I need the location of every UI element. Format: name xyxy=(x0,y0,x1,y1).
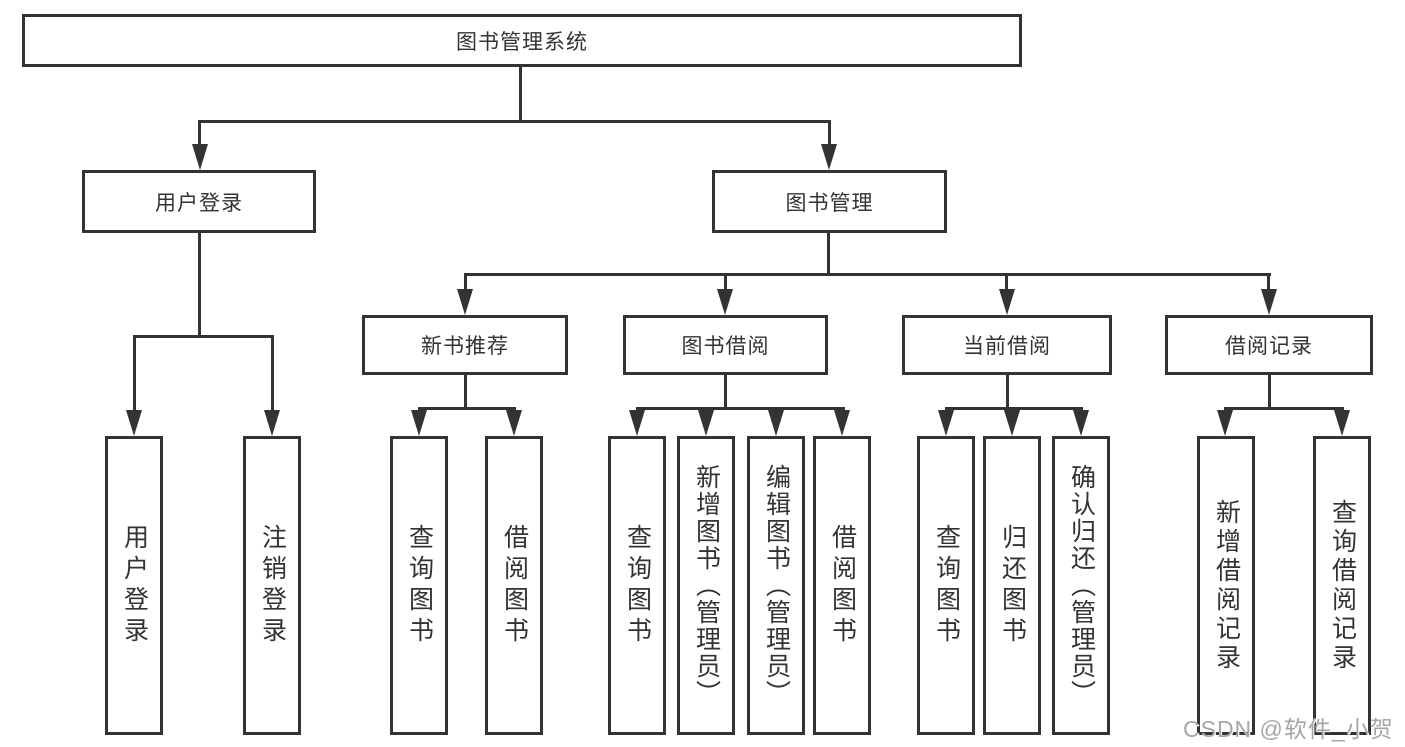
arrow-down-leaf-edit-book-admin xyxy=(768,410,784,436)
connector-book-management-split xyxy=(464,273,1271,276)
leaf-return-book: 归还图书 xyxy=(983,436,1041,735)
leaf-user-login: 用户登录 xyxy=(105,436,163,735)
node-borrowing-records: 借阅记录 xyxy=(1165,315,1373,375)
arrow-down-leaf-confirm-return-admin xyxy=(1073,410,1089,436)
arrow-down-leaf-borrow-book-recommend xyxy=(506,410,522,436)
arrow-down-current-borrowing xyxy=(999,289,1015,315)
arrow-down-user-login xyxy=(192,144,208,170)
leaf-query-book-borrowing: 查询图书 xyxy=(608,436,666,735)
leaf-add-book-admin: 新增图书（管理员） xyxy=(677,436,735,735)
node-book-borrowing: 图书借阅 xyxy=(623,315,828,375)
node-root: 图书管理系统 xyxy=(22,14,1022,67)
connector-drop-new-book-recommend xyxy=(464,273,467,291)
connector-user-login-stem xyxy=(198,233,201,335)
connector-book-management-stem xyxy=(827,233,830,273)
node-current-borrowing: 当前借阅 xyxy=(902,315,1112,375)
connector-book-borrowing-split xyxy=(636,407,845,410)
arrow-down-borrowing-records xyxy=(1261,289,1277,315)
leaf-query-book-recommend: 查询图书 xyxy=(390,436,448,735)
connector-drop-borrowing-records xyxy=(1267,273,1270,291)
arrow-down-new-book-recommend xyxy=(457,289,473,315)
connector-root-split xyxy=(198,120,831,123)
leaf-borrow-book-recommend: 借阅图书 xyxy=(485,436,543,735)
arrow-down-leaf-query-book-current xyxy=(938,410,954,436)
leaf-add-borrow-record: 新增借阅记录 xyxy=(1197,436,1255,735)
leaf-query-book-current: 查询图书 xyxy=(917,436,975,735)
connector-drop-leaf-logout xyxy=(271,335,274,412)
connector-drop-book-management xyxy=(828,120,831,146)
connector-drop-book-borrowing xyxy=(724,273,727,291)
leaf-borrow-book-borrowing: 借阅图书 xyxy=(813,436,871,735)
connector-drop-current-borrowing xyxy=(1005,273,1008,291)
node-new-book-recommend: 新书推荐 xyxy=(362,315,568,375)
connector-drop-leaf-user-login xyxy=(133,335,136,412)
node-book-management: 图书管理 xyxy=(712,170,947,233)
leaf-edit-book-admin: 编辑图书（管理员） xyxy=(747,436,805,735)
connector-borrowing-records-split xyxy=(1224,407,1344,410)
csdn-watermark: CSDN @软件_小贺同学 xyxy=(1183,716,1394,742)
connector-drop-user-login xyxy=(198,120,201,146)
arrow-down-leaf-logout xyxy=(264,410,280,436)
connector-current-borrowing-stem xyxy=(1006,375,1009,407)
connector-root-stem xyxy=(519,67,522,120)
leaf-query-borrow-record: 查询借阅记录 xyxy=(1313,436,1371,735)
connector-new-book-recommend-stem xyxy=(464,375,467,407)
connector-user-login-split xyxy=(133,335,274,338)
node-user-login: 用户登录 xyxy=(82,170,316,233)
connector-new-book-recommend-split xyxy=(418,407,516,410)
arrow-down-leaf-user-login xyxy=(126,410,142,436)
arrow-down-leaf-add-book-admin xyxy=(698,410,714,436)
leaf-confirm-return-admin: 确认归还（管理员） xyxy=(1052,436,1110,735)
arrow-down-leaf-query-book-recommend xyxy=(411,410,427,436)
arrow-down-leaf-return-book xyxy=(1004,410,1020,436)
arrow-down-leaf-query-book-borrowing xyxy=(629,410,645,436)
arrow-down-book-borrowing xyxy=(717,289,733,315)
connector-borrowing-records-stem xyxy=(1268,375,1271,407)
connector-book-borrowing-stem xyxy=(724,375,727,407)
arrow-down-leaf-borrow-book-borrowing xyxy=(834,410,850,436)
connector-current-borrowing-split xyxy=(945,407,1083,410)
arrow-down-leaf-query-borrow-record xyxy=(1334,410,1350,436)
leaf-logout: 注销登录 xyxy=(243,436,301,735)
arrow-down-leaf-add-borrow-record xyxy=(1217,410,1233,436)
arrow-down-book-management xyxy=(821,144,837,170)
